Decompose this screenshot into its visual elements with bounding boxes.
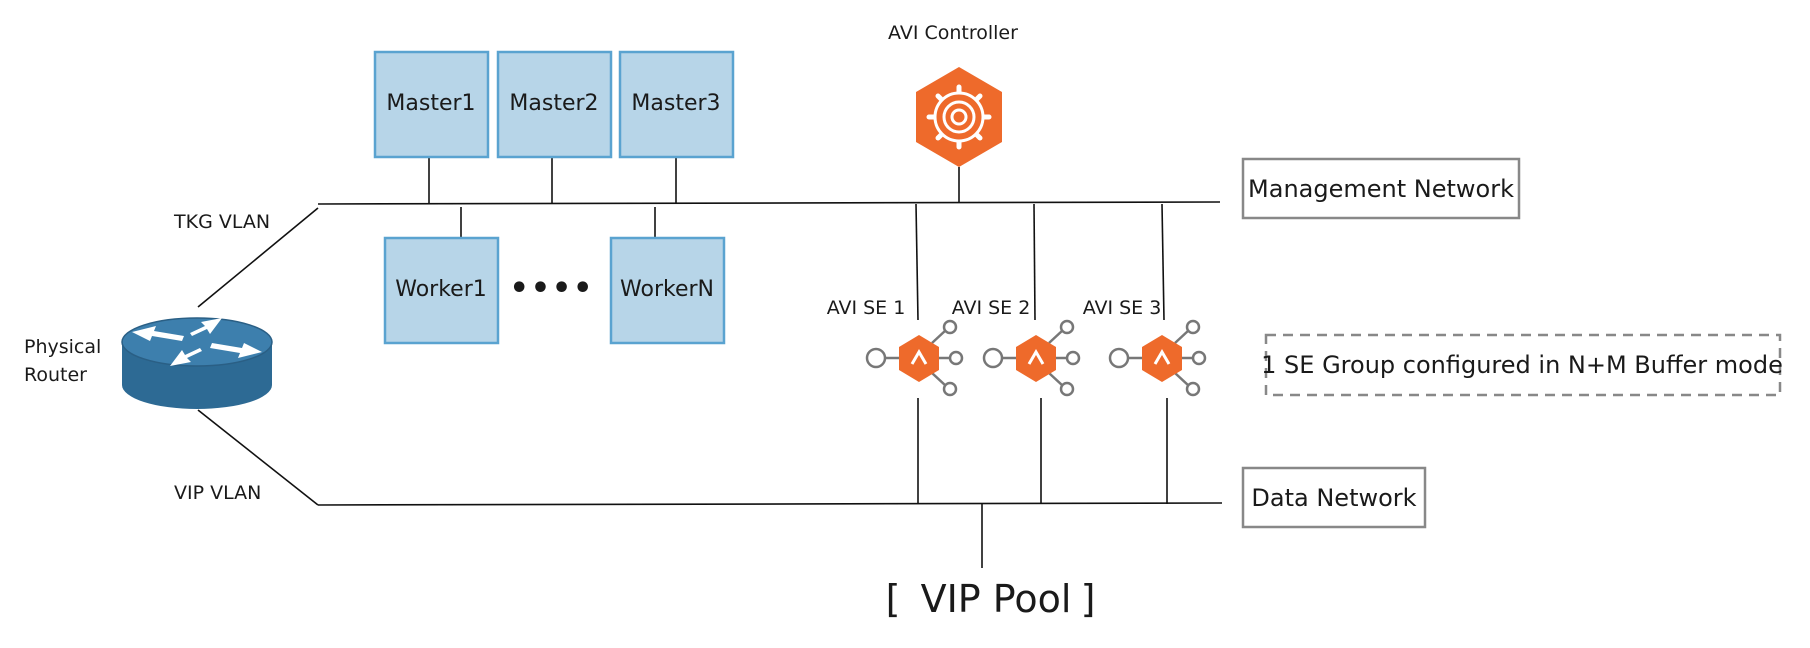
physical-router[interactable]: Physical Router: [24, 317, 273, 409]
se-group-note: 1 SE Group configured in N+M Buffer mode: [1261, 333, 1783, 397]
management-network-label: Management Network: [1248, 175, 1514, 203]
avi-se-icon: [1108, 319, 1207, 397]
master-node[interactable]: Master1: [373, 50, 490, 159]
router-vip-link: [197, 409, 319, 506]
controller-label: AVI Controller: [888, 22, 1018, 44]
master-label: Master2: [509, 91, 598, 116]
se-label: AVI SE 1: [827, 297, 906, 319]
master-node[interactable]: Master2: [496, 50, 613, 159]
avi-controller[interactable]: AVI Controller: [888, 22, 1018, 167]
avi-se-icon: [865, 319, 964, 397]
se3-mgmt-link: [1161, 203, 1165, 321]
vip-pool-open-bracket: [: [886, 577, 901, 621]
vip-pool-close-bracket: ]: [1081, 577, 1096, 621]
master-label: Master1: [386, 91, 475, 116]
service-engines: AVI SE 1 AVI SE 2: [827, 297, 1207, 397]
avi-se[interactable]: AVI SE 3: [1083, 297, 1207, 397]
se1-mgmt-link: [915, 203, 919, 321]
master-label: Master3: [631, 91, 720, 116]
master-nodes: Master1 Master2 Master3: [373, 50, 735, 159]
data-network-label: Data Network: [1251, 484, 1416, 512]
vip-vlan-label: VIP VLAN: [174, 482, 261, 504]
worker-node[interactable]: Worker1: [383, 236, 500, 345]
worker-ellipsis: ••••: [510, 271, 595, 306]
router-label-line1: Physical: [24, 336, 101, 358]
connector-lines: [197, 157, 1223, 568]
se-label: AVI SE 2: [952, 297, 1031, 319]
vip-pool-label: VIP Pool: [921, 577, 1072, 621]
se-group-note-text: 1 SE Group configured in N+M Buffer mode: [1261, 351, 1783, 379]
management-network-line: [317, 201, 1221, 205]
worker-label: WorkerN: [620, 277, 714, 302]
tkg-vlan-label: TKG VLAN: [173, 211, 270, 233]
avi-se[interactable]: AVI SE 2: [952, 297, 1081, 397]
vip-pool: [ VIP Pool ]: [886, 577, 1096, 621]
data-network-box: Data Network: [1241, 466, 1427, 529]
avi-se[interactable]: AVI SE 1: [827, 297, 964, 397]
avi-controller-icon: [916, 67, 1002, 167]
management-network-box: Management Network: [1241, 157, 1521, 220]
master-node[interactable]: Master3: [618, 50, 735, 159]
router-tkg-link: [197, 207, 319, 308]
worker-label: Worker1: [395, 277, 487, 302]
se2-mgmt-link: [1033, 203, 1036, 321]
worker-node[interactable]: WorkerN: [609, 236, 726, 345]
router-label-line2: Router: [24, 364, 87, 386]
router-icon: [121, 317, 273, 409]
se-label: AVI SE 3: [1083, 297, 1162, 319]
avi-se-icon: [982, 319, 1081, 397]
worker-nodes: Worker1 •••• WorkerN: [383, 236, 726, 345]
data-network-line: [317, 502, 1223, 506]
